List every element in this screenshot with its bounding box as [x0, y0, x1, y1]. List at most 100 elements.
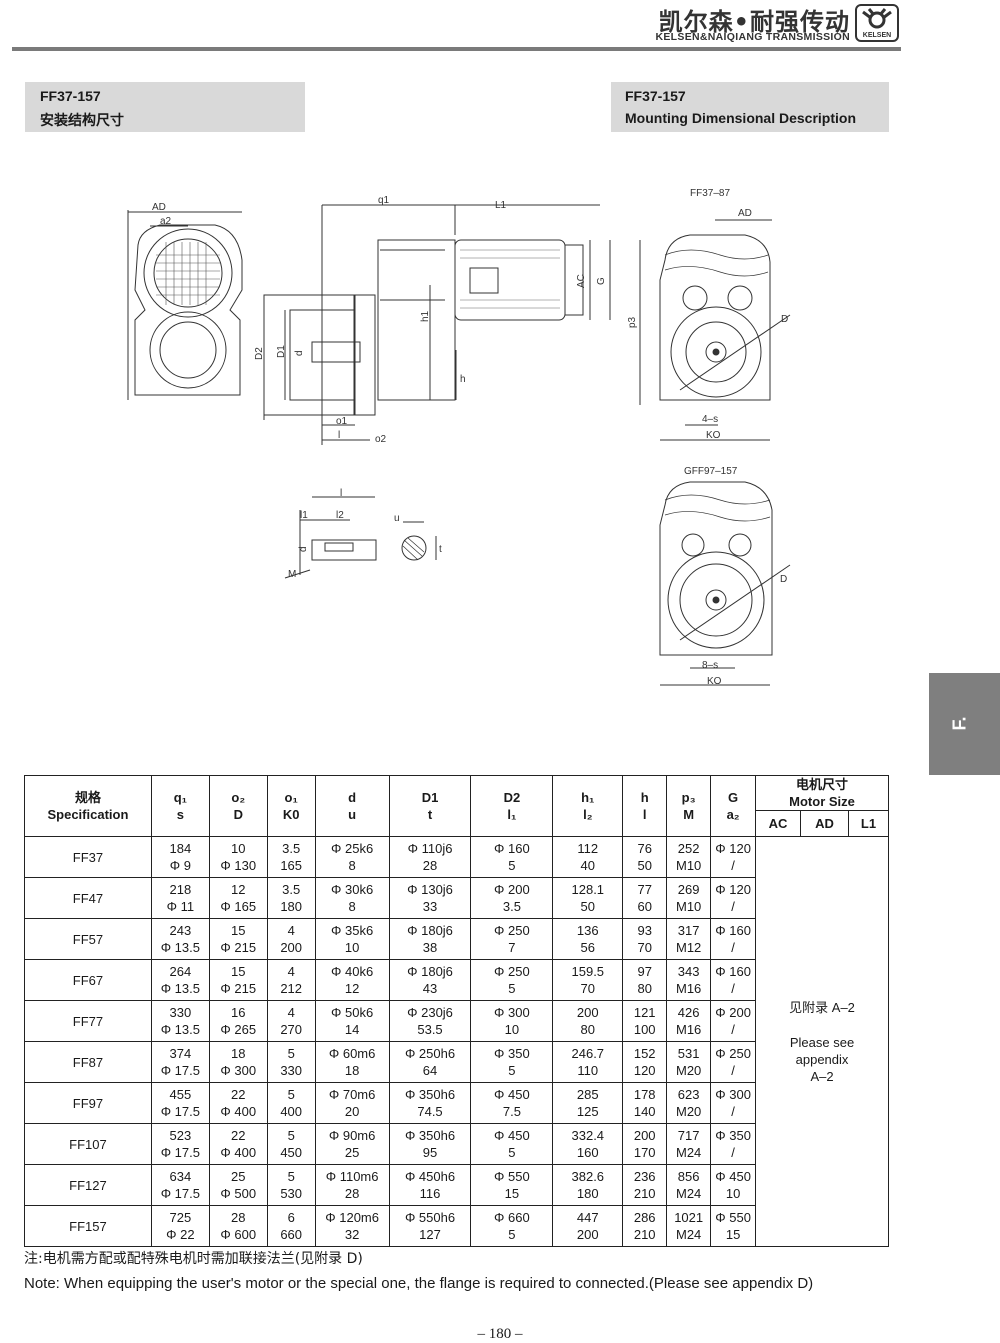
- side-view: [263, 204, 611, 445]
- value-line: Φ 120: [715, 841, 751, 856]
- value-cell: Φ 200/: [710, 1000, 757, 1042]
- value-line: Φ 11: [166, 899, 195, 914]
- value-line: 4: [287, 923, 295, 938]
- value-line: Φ 400: [220, 1145, 257, 1160]
- value-line: 53.5: [417, 1022, 443, 1037]
- value-line: /: [731, 899, 735, 914]
- label-G: G: [596, 277, 607, 285]
- value-line: 121: [633, 1005, 656, 1020]
- label-l1: l1: [300, 510, 308, 521]
- value-line: Φ 160: [715, 923, 751, 938]
- value-line: /: [731, 981, 735, 996]
- value-line: 60: [637, 899, 652, 914]
- value-line: 4: [287, 964, 295, 979]
- label-D2: D2: [254, 347, 265, 360]
- value-line: Φ 9: [169, 858, 191, 873]
- value-line: Φ 250h6: [404, 1046, 456, 1061]
- label-p3: p3: [627, 316, 638, 328]
- title-box-cn: FF37-157 安装结构尺寸: [25, 82, 305, 132]
- value-line: Φ 450: [494, 1087, 530, 1102]
- value-line: Φ 200: [715, 1005, 751, 1020]
- label-L1: L1: [495, 200, 507, 211]
- value-line: M10: [676, 899, 702, 914]
- label-M: M: [288, 569, 296, 580]
- label-D-bottom: D: [780, 574, 787, 585]
- value-line: Φ 265: [220, 1022, 257, 1037]
- value-line: Φ 550h6: [404, 1210, 456, 1225]
- value-line: 3.5: [282, 841, 301, 856]
- value-line: Φ 160: [494, 841, 530, 856]
- value-line: Φ 300: [715, 1087, 751, 1102]
- value-line: 127: [419, 1227, 441, 1242]
- value-line: 120: [633, 1063, 656, 1078]
- value-line: Φ 450: [715, 1169, 751, 1184]
- value-line: 165: [280, 858, 303, 873]
- value-line: Φ 660: [494, 1210, 530, 1225]
- label-h: h: [460, 374, 466, 385]
- value-line: 8: [348, 899, 356, 914]
- value-line: Φ 17.5: [160, 1063, 200, 1078]
- value-line: 200: [576, 1005, 599, 1020]
- value-line: Φ 450h6: [404, 1169, 456, 1184]
- header-spec: 规格 Specification: [24, 775, 152, 837]
- value-line: 531: [677, 1046, 700, 1061]
- value-line: 28: [231, 1210, 246, 1225]
- value-line: Φ 250: [715, 1046, 751, 1061]
- value-line: M20: [676, 1063, 702, 1078]
- value-line: 25: [231, 1169, 246, 1184]
- header-l1: L1: [847, 810, 890, 837]
- value-line: 400: [280, 1104, 303, 1119]
- value-line: M12: [676, 940, 702, 955]
- mounting-drawing: AD a2 q1 L1 AC G D2 D1 d h1 h o1 l o2: [127, 188, 791, 687]
- page-number: – 180 –: [477, 1326, 523, 1342]
- value-line: 332.4: [571, 1128, 605, 1143]
- value-line: Φ 350: [494, 1046, 530, 1061]
- value-line: Φ 350h6: [404, 1128, 456, 1143]
- label-AC: AC: [576, 274, 587, 288]
- spec-cell: FF37: [24, 836, 152, 878]
- value-line: Φ 30k6: [331, 882, 374, 897]
- value-cell: Φ 160/: [710, 918, 757, 960]
- value-line: 74.5: [417, 1104, 443, 1119]
- value-line: 70: [580, 981, 596, 996]
- value-line: 77: [637, 882, 652, 897]
- label-l: l: [338, 430, 340, 441]
- value-line: 200: [576, 1227, 599, 1242]
